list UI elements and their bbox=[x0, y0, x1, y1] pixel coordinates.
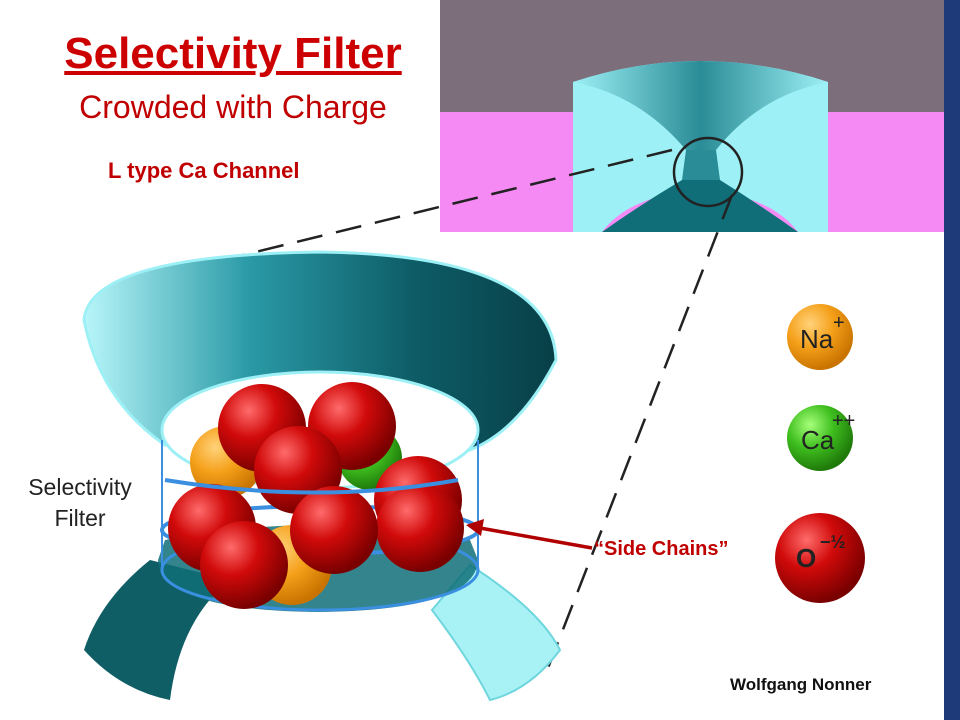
sphere-red bbox=[376, 484, 464, 572]
author-credit: Wolfgang Nonner bbox=[730, 675, 872, 694]
ion-o-sphere bbox=[775, 513, 865, 603]
ion-o-symbol: O bbox=[796, 543, 817, 573]
ion-na-symbol: Na bbox=[800, 324, 834, 354]
ion-o-charge: −½ bbox=[820, 532, 846, 552]
side-chains-label: “Side Chains” bbox=[594, 538, 729, 560]
ion-ca-symbol: Ca bbox=[801, 425, 835, 455]
membrane-cross-section bbox=[440, 0, 944, 232]
selectivity-filter-label: Selectivity Filter bbox=[10, 472, 150, 533]
diagram-subtitle: Crowded with Charge bbox=[79, 89, 387, 125]
sphere-red bbox=[290, 486, 378, 574]
selectivity-filter-label-line2: Filter bbox=[54, 504, 106, 531]
zoom-lines bbox=[181, 148, 734, 669]
ion-na-charge: + bbox=[833, 312, 845, 334]
ion-na-sphere bbox=[787, 304, 853, 370]
side-chain-spheres bbox=[164, 382, 464, 609]
channel-type-label: L type Ca Channel bbox=[108, 158, 300, 183]
diagram-title: Selectivity Filter bbox=[64, 29, 402, 78]
side-chains-arrow bbox=[466, 519, 593, 550]
ion-ca-charge: ++ bbox=[832, 410, 856, 432]
right-side-bar bbox=[944, 0, 960, 720]
selectivity-filter-label-line1: Selectivity bbox=[28, 474, 132, 500]
ion-ca-sphere bbox=[787, 405, 853, 471]
sphere-red bbox=[200, 521, 288, 609]
